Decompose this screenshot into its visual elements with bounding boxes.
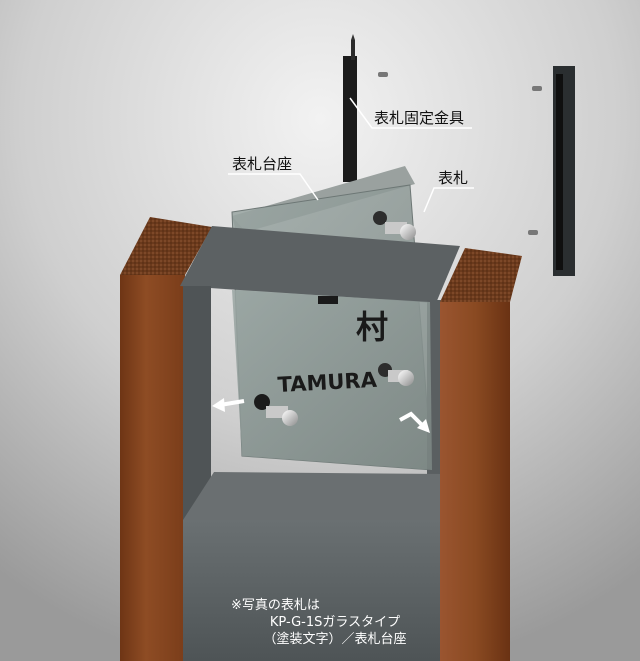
standoff-screws xyxy=(254,211,416,426)
loose-screws xyxy=(378,72,542,235)
sign-kanji: 村 xyxy=(356,308,388,346)
caption-line-1: ※写真の表札は xyxy=(231,598,320,613)
sign-name: TAMURA xyxy=(277,368,378,397)
fixing-bracket-right xyxy=(553,66,575,276)
wooden-post-right xyxy=(440,248,522,661)
leader-base xyxy=(228,173,319,201)
fixing-bracket-left xyxy=(343,34,357,182)
caption-line-2: KP-G-1Sガラスタイプ xyxy=(269,615,401,630)
label-nameplate: 表札 xyxy=(438,169,469,187)
assembly-arrow-right xyxy=(399,411,430,433)
leader-fixing-bracket xyxy=(349,97,472,129)
assembly-arrow-left xyxy=(212,398,245,412)
label-base: 表札台座 xyxy=(232,155,293,173)
stand-top-panel xyxy=(180,226,460,303)
leader-nameplate xyxy=(423,187,474,213)
stand-lower-box xyxy=(183,472,445,661)
photo-caption: ※写真の表札は KP-G-1Sガラスタイプ （塗装文字）／表札台座 xyxy=(205,597,465,648)
caption-line-3: （塗装文字）／表札台座 xyxy=(263,632,407,647)
label-fixing-bracket: 表札固定金具 xyxy=(374,109,465,127)
wooden-post-left xyxy=(120,217,212,661)
